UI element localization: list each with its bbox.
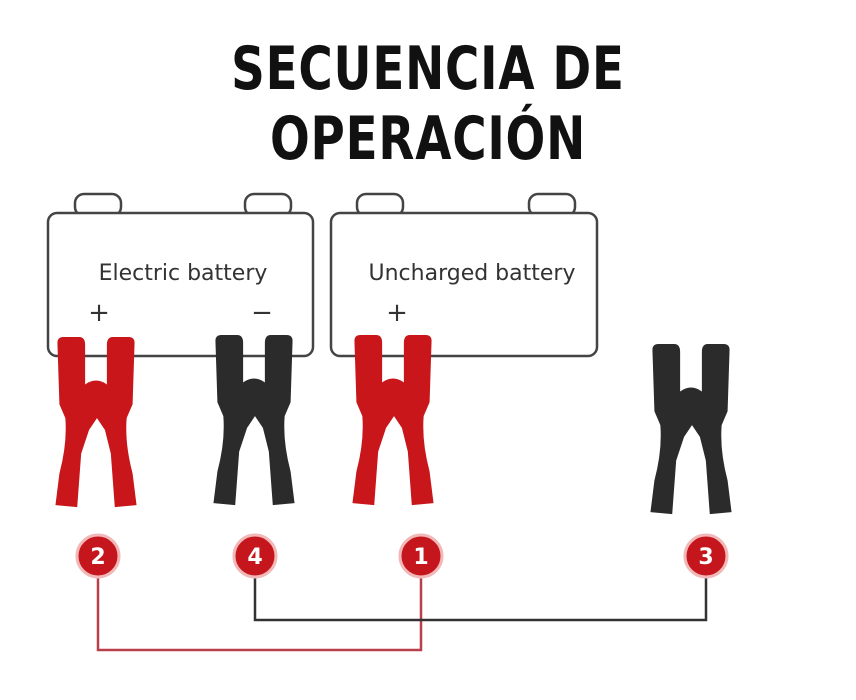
black-clamp-right [650, 343, 732, 515]
step-number: 1 [413, 545, 428, 570]
step-number: 4 [247, 545, 262, 570]
electric-battery: Electric battery + − [46, 192, 315, 358]
positive-sign: + [386, 298, 408, 328]
red-clamp-left [55, 336, 137, 508]
battery-label: Uncharged battery [369, 261, 576, 286]
black-clamp-left [213, 334, 295, 506]
step-badge-2: 2 [75, 533, 121, 579]
battery-body [46, 211, 315, 358]
negative-sign: − [251, 298, 273, 328]
battery-label: Electric battery [99, 261, 268, 286]
step-number: 3 [698, 545, 713, 570]
black-cable [253, 576, 708, 622]
diagram-title: SECUENCIA DE OPERACIÓN [231, 34, 625, 174]
positive-sign: + [88, 298, 110, 328]
step-number: 2 [90, 545, 105, 570]
uncharged-battery: Uncharged battery + [329, 192, 599, 358]
step-badge-3: 3 [683, 533, 729, 579]
step-badge-4: 4 [232, 533, 278, 579]
red-clamp-right [352, 334, 434, 506]
battery-body [329, 211, 599, 358]
red-cable [96, 576, 423, 652]
step-badge-1: 1 [398, 533, 444, 579]
